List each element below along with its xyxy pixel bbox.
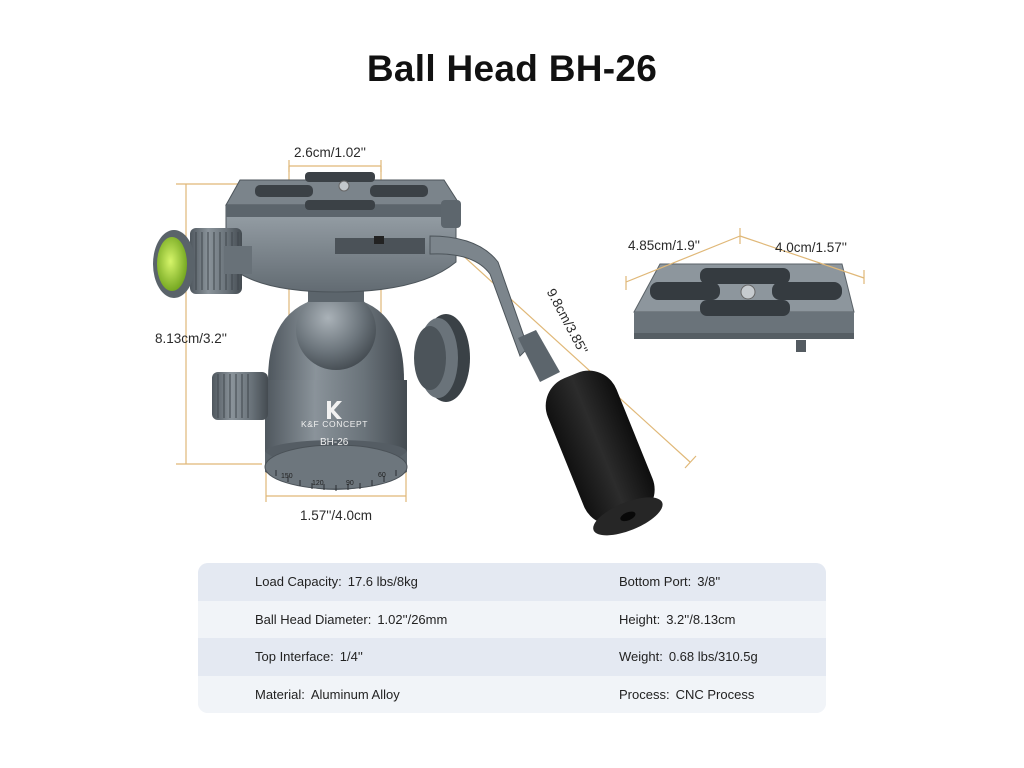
- spec-ball-head-diameter: Ball Head Diameter: 1.02''/26mm: [255, 611, 448, 627]
- dimension-plate-width: 4.0cm/1.57'': [775, 240, 847, 255]
- model-text: BH-26: [320, 437, 349, 448]
- brand-text: K&F CONCEPT: [301, 419, 369, 429]
- page-title: Ball Head BH-26: [366, 48, 658, 89]
- spec-weight: Weight: 0.68 lbs/310.5g: [619, 649, 758, 665]
- spec-process: Process: CNC Process: [619, 686, 755, 702]
- level-bubble-icon: [157, 237, 187, 291]
- spec-height: Height: 3.2''/8.13cm: [619, 611, 736, 627]
- spec-row: Material: Aluminum Alloy Process: CNC Pr…: [198, 675, 826, 713]
- spec-material: Material: Aluminum Alloy: [255, 686, 400, 702]
- kf-logo-icon: [327, 401, 342, 419]
- dimension-base-width: 1.57''/4.0cm: [300, 508, 372, 523]
- scale-mark: 90: [346, 480, 354, 487]
- dimension-height: 8.13cm/3.2'': [155, 331, 227, 346]
- spec-table: Load Capacity: 17.6 lbs/8kg Bottom Port:…: [198, 563, 826, 713]
- spec-row: Ball Head Diameter: 1.02''/26mm Height: …: [198, 600, 826, 638]
- scale-mark: 120: [312, 480, 324, 487]
- scale-mark: 150: [281, 473, 293, 480]
- spec-top-interface: Top Interface: 1/4'': [255, 649, 363, 665]
- spec-row: Top Interface: 1/4'' Weight: 0.68 lbs/31…: [198, 638, 826, 676]
- dimension-qr-width: 2.6cm/1.02'': [294, 145, 366, 160]
- spec-row: Load Capacity: 17.6 lbs/8kg Bottom Port:…: [198, 563, 826, 601]
- spec-load-capacity: Load Capacity: 17.6 lbs/8kg: [255, 574, 418, 590]
- scale-mark: 60: [378, 472, 386, 479]
- dimension-plate-length: 4.85cm/1.9'': [628, 238, 700, 253]
- ball-head: [153, 172, 663, 536]
- quick-release-plate: [625, 228, 865, 352]
- spec-bottom-port: Bottom Port: 3/8'': [619, 574, 721, 590]
